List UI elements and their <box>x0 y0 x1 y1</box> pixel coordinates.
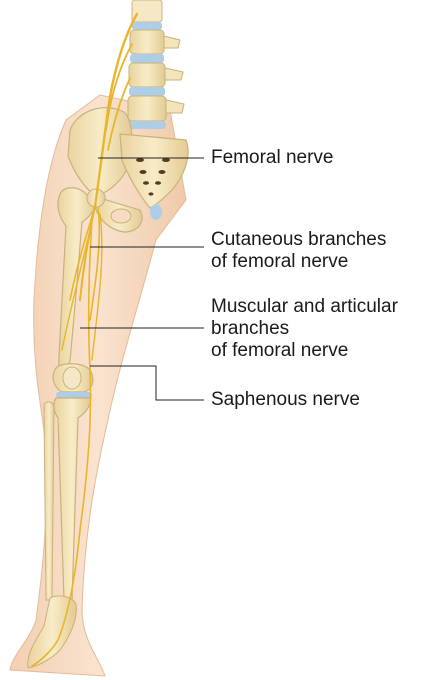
patella <box>62 366 82 390</box>
cutaneous-text-line2: of femoral nerve <box>211 251 349 272</box>
muscular-text-line2: branches <box>211 318 290 339</box>
foot-bones <box>27 595 77 669</box>
knee-cartilage <box>56 392 92 398</box>
leg-skin <box>9 94 187 677</box>
sacral-foramina <box>136 158 170 196</box>
femoral-nerve-text: Femoral nerve <box>211 147 334 168</box>
sacrum <box>119 133 189 209</box>
fibula <box>43 401 55 601</box>
leader-saphenous <box>90 365 204 401</box>
saphenous-nerve-label: Saphenous nerve <box>211 389 360 411</box>
muscular-text-line3: of femoral nerve <box>211 340 349 361</box>
saphenous-nerve-text: Saphenous nerve <box>211 389 360 410</box>
femoral-nerve-label: Femoral nerve <box>211 147 334 169</box>
leader-lines <box>80 157 204 401</box>
cutaneous-text-line1: Cutaneous branches <box>211 229 387 250</box>
coccyx <box>150 204 162 220</box>
cutaneous-branches-label: Cutaneous branches of femoral nerve <box>211 229 386 273</box>
lumbar-spine <box>127 0 185 129</box>
muscular-text-line1: Muscular and articular <box>211 296 398 317</box>
muscular-articular-label: Muscular and articular branches of femor… <box>211 296 398 362</box>
obturator-foramen <box>110 208 132 224</box>
femoral-nerve-paths <box>31 12 139 667</box>
